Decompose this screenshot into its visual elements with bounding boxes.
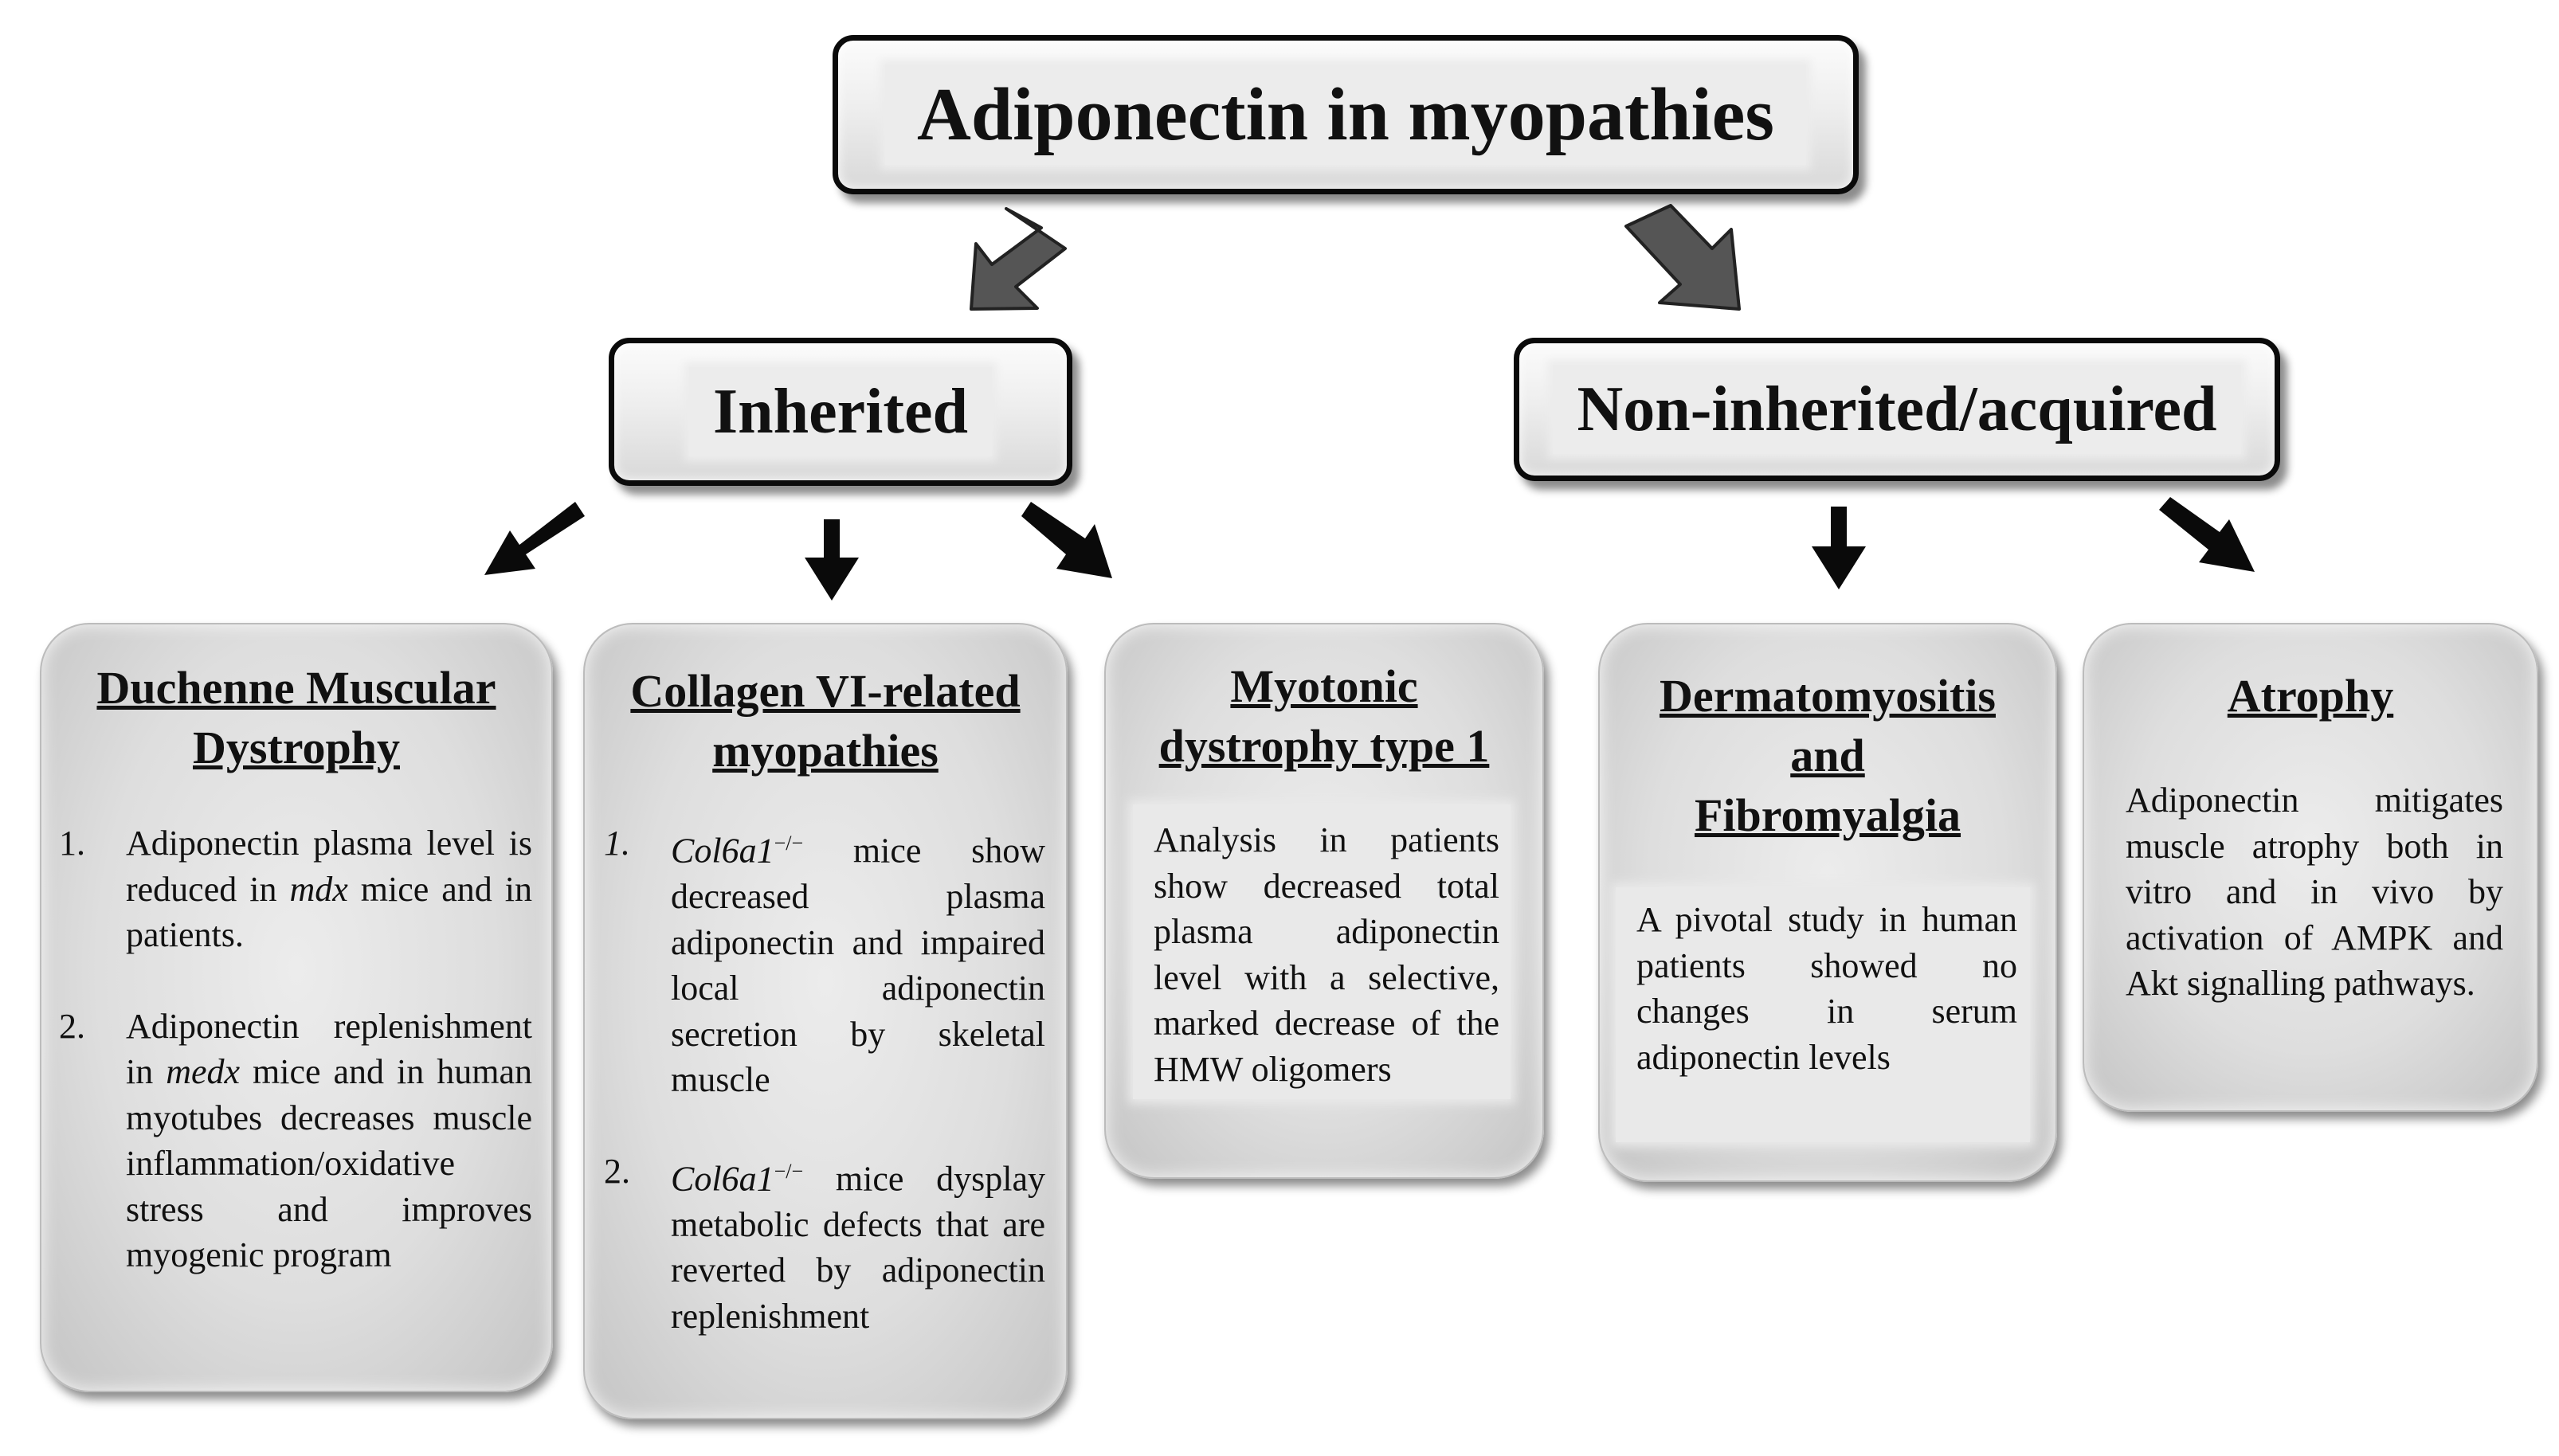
card-myotonic-dystrophy-text: Analysis in patients show decreased tota… [1154, 820, 1499, 1089]
gene-name: Col6a1 [671, 1159, 774, 1199]
card-myotonic-dystrophy-text-bg [1133, 804, 1511, 1099]
root-box: Adiponectin in myopathies [833, 35, 1859, 194]
card-atrophy-title: Atrophy [2227, 670, 2394, 722]
card-myotonic-dystrophy: Myotonic dystrophy type 1 Analysis in pa… [1104, 623, 1544, 1179]
list-item-number: 1. [59, 824, 85, 863]
card-dermatomyositis-title: Dermatomyositis and Fibromyalgia [1600, 666, 2055, 845]
list-item-number: 2. [604, 1151, 630, 1191]
card-dermatomyositis-title-line2: and [1790, 730, 1865, 781]
card-collagen-vi: Collagen VI-related myopathies 1. Col6a1… [583, 623, 1068, 1419]
genotype: −/− [774, 832, 804, 855]
inherited-label: Inherited [689, 367, 992, 456]
card-dermatomyositis-title-line3: Fibromyalgia [1694, 789, 1961, 841]
arrow-acquired-to-atrophy [2159, 497, 2255, 572]
card-atrophy-text: Adiponectin mitigates muscle atrophy bot… [2126, 781, 2503, 1003]
card-dermatomyositis-text-bg [1616, 887, 2030, 1142]
card-collagen-vi-title-line2: myopathies [712, 725, 939, 777]
gene-name: Col6a1 [671, 831, 774, 871]
card-dermatomyositis-title-line1: Dermatomyositis [1659, 670, 1996, 722]
card-duchenne-title-line2: Dystrophy [193, 722, 400, 773]
arrow-inherited-to-dmd [484, 502, 585, 575]
list-item-number: 2. [59, 1006, 85, 1046]
list-item: 1. Col6a1−/− mice show decreased plasma … [604, 820, 1045, 1103]
list-item: 2. Col6a1−/− mice dysplay metabolic defe… [604, 1149, 1045, 1340]
list-item-number: 1. [604, 824, 630, 863]
card-myotonic-dystrophy-title-line2: dystrophy type 1 [1158, 720, 1490, 772]
root-title: Adiponectin in myopathies [885, 65, 1806, 165]
card-myotonic-dystrophy-title-line1: Myotonic [1230, 660, 1418, 712]
list-item: 2. Adiponectin replenishment in medx mic… [59, 1004, 532, 1278]
arrow-acquired-to-derm [1812, 507, 1866, 589]
arrow-inherited-to-dm1 [1021, 502, 1112, 578]
list-item: 1. Adiponectin plasma level is reduced i… [59, 820, 532, 958]
card-collagen-vi-title-line1: Collagen VI-related [630, 665, 1021, 717]
card-collagen-vi-list: 1. Col6a1−/− mice show decreased plasma … [604, 820, 1045, 1339]
card-duchenne-title: Duchenne Muscular Dystrophy [41, 658, 551, 777]
card-atrophy: Atrophy Adiponectin mitigates muscle atr… [2083, 623, 2538, 1112]
acquired-label: Non-inherited/acquired [1553, 365, 2241, 454]
card-dermatomyositis: Dermatomyositis and Fibromyalgia A pivot… [1598, 623, 2057, 1182]
inherited-box: Inherited [609, 338, 1072, 486]
acquired-box: Non-inherited/acquired [1514, 338, 2280, 481]
card-duchenne-list: 1. Adiponectin plasma level is reduced i… [59, 820, 532, 1278]
card-dermatomyositis-text: A pivotal study in human patients showed… [1636, 900, 2017, 1077]
arrow-root-to-acquired [1624, 204, 1741, 311]
card-collagen-vi-title: Collagen VI-related myopathies [585, 661, 1066, 781]
card-duchenne-title-line1: Duchenne Muscular [96, 662, 496, 714]
card-duchenne: Duchenne Muscular Dystrophy 1. Adiponect… [40, 623, 553, 1392]
arrow-inherited-to-col6 [805, 519, 859, 601]
genotype: −/− [774, 1159, 804, 1183]
arrow-root-to-inherited [970, 207, 1067, 311]
card-myotonic-dystrophy-title: Myotonic dystrophy type 1 [1106, 656, 1542, 776]
